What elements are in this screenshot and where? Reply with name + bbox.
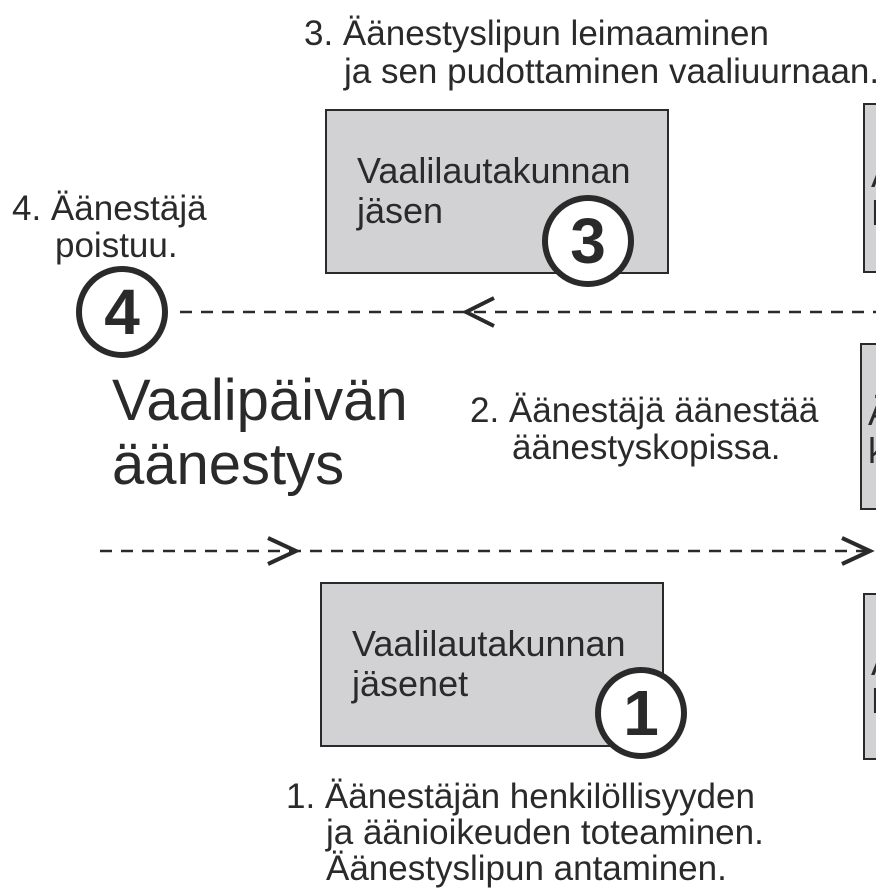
box-committee-member: Vaalilautakunnan jäsen [325, 109, 669, 274]
box-committee-member-line2: jäsen [357, 190, 444, 231]
step-1-text-line3: Äänestyslipun antaminen. [326, 849, 727, 888]
box-right-bottom: A H [863, 593, 876, 760]
box-committee-members-line2: jäsenet [352, 663, 469, 704]
box-right-middle-line1: Ä [868, 393, 876, 433]
box-right-middle-line2: k [868, 431, 876, 471]
step-4-badge: 4 [76, 266, 168, 358]
step-1-badge: 1 [595, 667, 687, 759]
box-right-bottom-line1: A [871, 643, 876, 683]
box-right-bottom-line2: H [871, 681, 876, 721]
step-2-text-line2: äänestyskopissa. [512, 428, 781, 467]
step-2-text-line1: 2. Äänestäjä äänestää [470, 391, 819, 430]
entry-arrow-head-1 [267, 536, 301, 566]
box-committee-member-line1: Vaalilautakunnan [357, 150, 631, 191]
box-right-top: A H [863, 103, 876, 273]
step-3-text-line2: ja sen pudottaminen vaaliuurnaan. [344, 52, 876, 91]
diagram-title-line1: Vaalipäivän [112, 368, 408, 433]
step-3-text-line1: 3. Äänestyslipun leimaaminen [304, 14, 769, 53]
return-arrow-head [461, 296, 495, 328]
box-right-top-line1: A [871, 155, 876, 195]
step-1-text-line1: 1. Äänestäjän henkilöllisyyden [286, 777, 755, 816]
step-4-text-line1: 4. Äänestäjä [12, 189, 207, 228]
step-3-badge: 3 [542, 195, 634, 287]
entry-arrow-head-2 [841, 536, 875, 566]
box-right-middle: Ä k [860, 343, 876, 510]
step-4-text-line2: poistuu. [55, 226, 178, 265]
step-1-text-line2: ja äänioikeuden toteaminen. [326, 813, 764, 852]
box-right-top-line2: H [871, 193, 876, 233]
box-committee-members-line1: Vaalilautakunnan [352, 623, 626, 664]
diagram-title-line2: äänestys [112, 432, 345, 497]
